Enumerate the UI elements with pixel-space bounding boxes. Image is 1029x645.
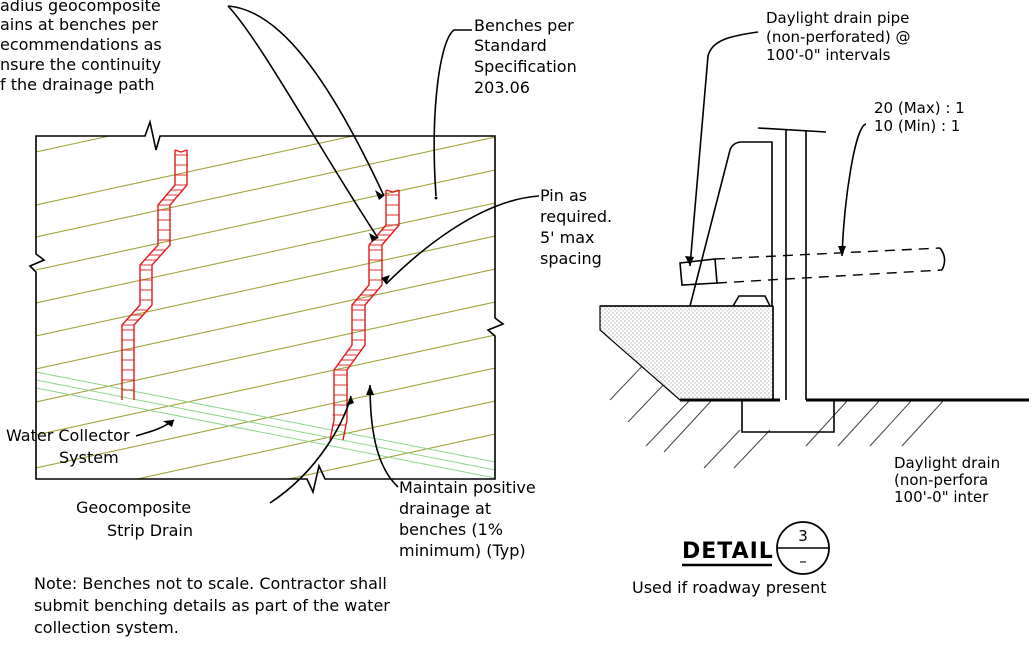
curb — [732, 295, 771, 307]
leader-lines — [135, 5, 540, 504]
callout-radius-line-4: nsure the continuity — [0, 55, 161, 74]
callout-pin-line-2: required. — [540, 207, 612, 226]
wall-elevation: adius geocomposite ains at benches per e… — [0, 0, 612, 637]
callout-pin-line-4: spacing — [540, 249, 602, 268]
callout-strip-line-1: Geocomposite — [76, 498, 191, 517]
callout-slope-line-2: 10 (Min) : 1 — [874, 117, 960, 135]
callout-radius-line-2: ains at benches per — [0, 15, 158, 34]
callout-water-line-1: Water Collector — [6, 426, 130, 445]
daylight-drain-pipe — [679, 247, 946, 286]
strip-drain-right — [329, 189, 400, 441]
bench-lines — [36, 136, 495, 479]
callout-pipe-cut-line-3: 100'-0" inter — [894, 488, 989, 506]
callout-maintain-line-4: minimum) (Typ) — [399, 541, 526, 560]
callout-slope-line-1: 20 (Max) : 1 — [874, 99, 965, 117]
detail-sheet: – — [799, 552, 807, 570]
roadway-section: Daylight drain pipe (non-perforated) @ 1… — [599, 9, 1029, 597]
callout-maintain-line-1: Maintain positive — [399, 478, 536, 497]
callout-pipe-cut-line-1: Daylight drain — [894, 454, 1000, 472]
callout-benches-line-4: 203.06 — [474, 78, 530, 97]
callout-radius-line-5: f the drainage path — [0, 75, 154, 94]
callout-benches-line-2: Standard — [474, 36, 547, 55]
wall-stem — [785, 130, 807, 400]
right-leader-lines — [685, 31, 867, 267]
callout-maintain-line-2: drainage at — [399, 499, 491, 518]
note-line-3: collection system. — [34, 618, 179, 637]
water-collector-lines — [36, 371, 495, 479]
ground-hatch — [609, 359, 945, 469]
callout-benches-line-3: Specification — [474, 57, 577, 76]
callout-pipe-cut-line-2: (non-perfora — [894, 471, 988, 489]
detail-title: DETAIL — [682, 539, 774, 564]
callout-pin-line-3: 5' max — [540, 228, 595, 247]
callout-radius-line-1: adius geocomposite — [0, 0, 161, 15]
footing — [741, 400, 835, 433]
note-line-2: submit benching details as part of the w… — [34, 596, 390, 615]
callout-radius-line-3: ecommendations as — [0, 35, 162, 54]
callout-pipe-line-2: (non-perforated) @ — [766, 28, 910, 46]
callout-pipe-line-1: Daylight drain pipe — [766, 9, 909, 27]
detail-number: 3 — [798, 527, 808, 545]
callout-pipe-line-3: 100'-0" intervals — [766, 46, 891, 64]
detail-tag: DETAIL 3 – — [682, 521, 830, 575]
callout-pin-line-1: Pin as — [540, 186, 587, 205]
barrier — [689, 141, 773, 307]
strip-drain-left — [121, 149, 188, 400]
callout-benches-line-1: Benches per — [474, 16, 574, 35]
wall-outline — [28, 119, 505, 495]
note-line-1: Note: Benches not to scale. Contractor s… — [34, 574, 387, 593]
callout-water-line-2: System — [59, 448, 119, 467]
roadway-fill — [599, 305, 774, 401]
callout-strip-line-2: Strip Drain — [107, 521, 193, 540]
detail-caption: Used if roadway present — [632, 578, 827, 597]
callout-maintain-line-3: benches (1% — [399, 520, 503, 539]
